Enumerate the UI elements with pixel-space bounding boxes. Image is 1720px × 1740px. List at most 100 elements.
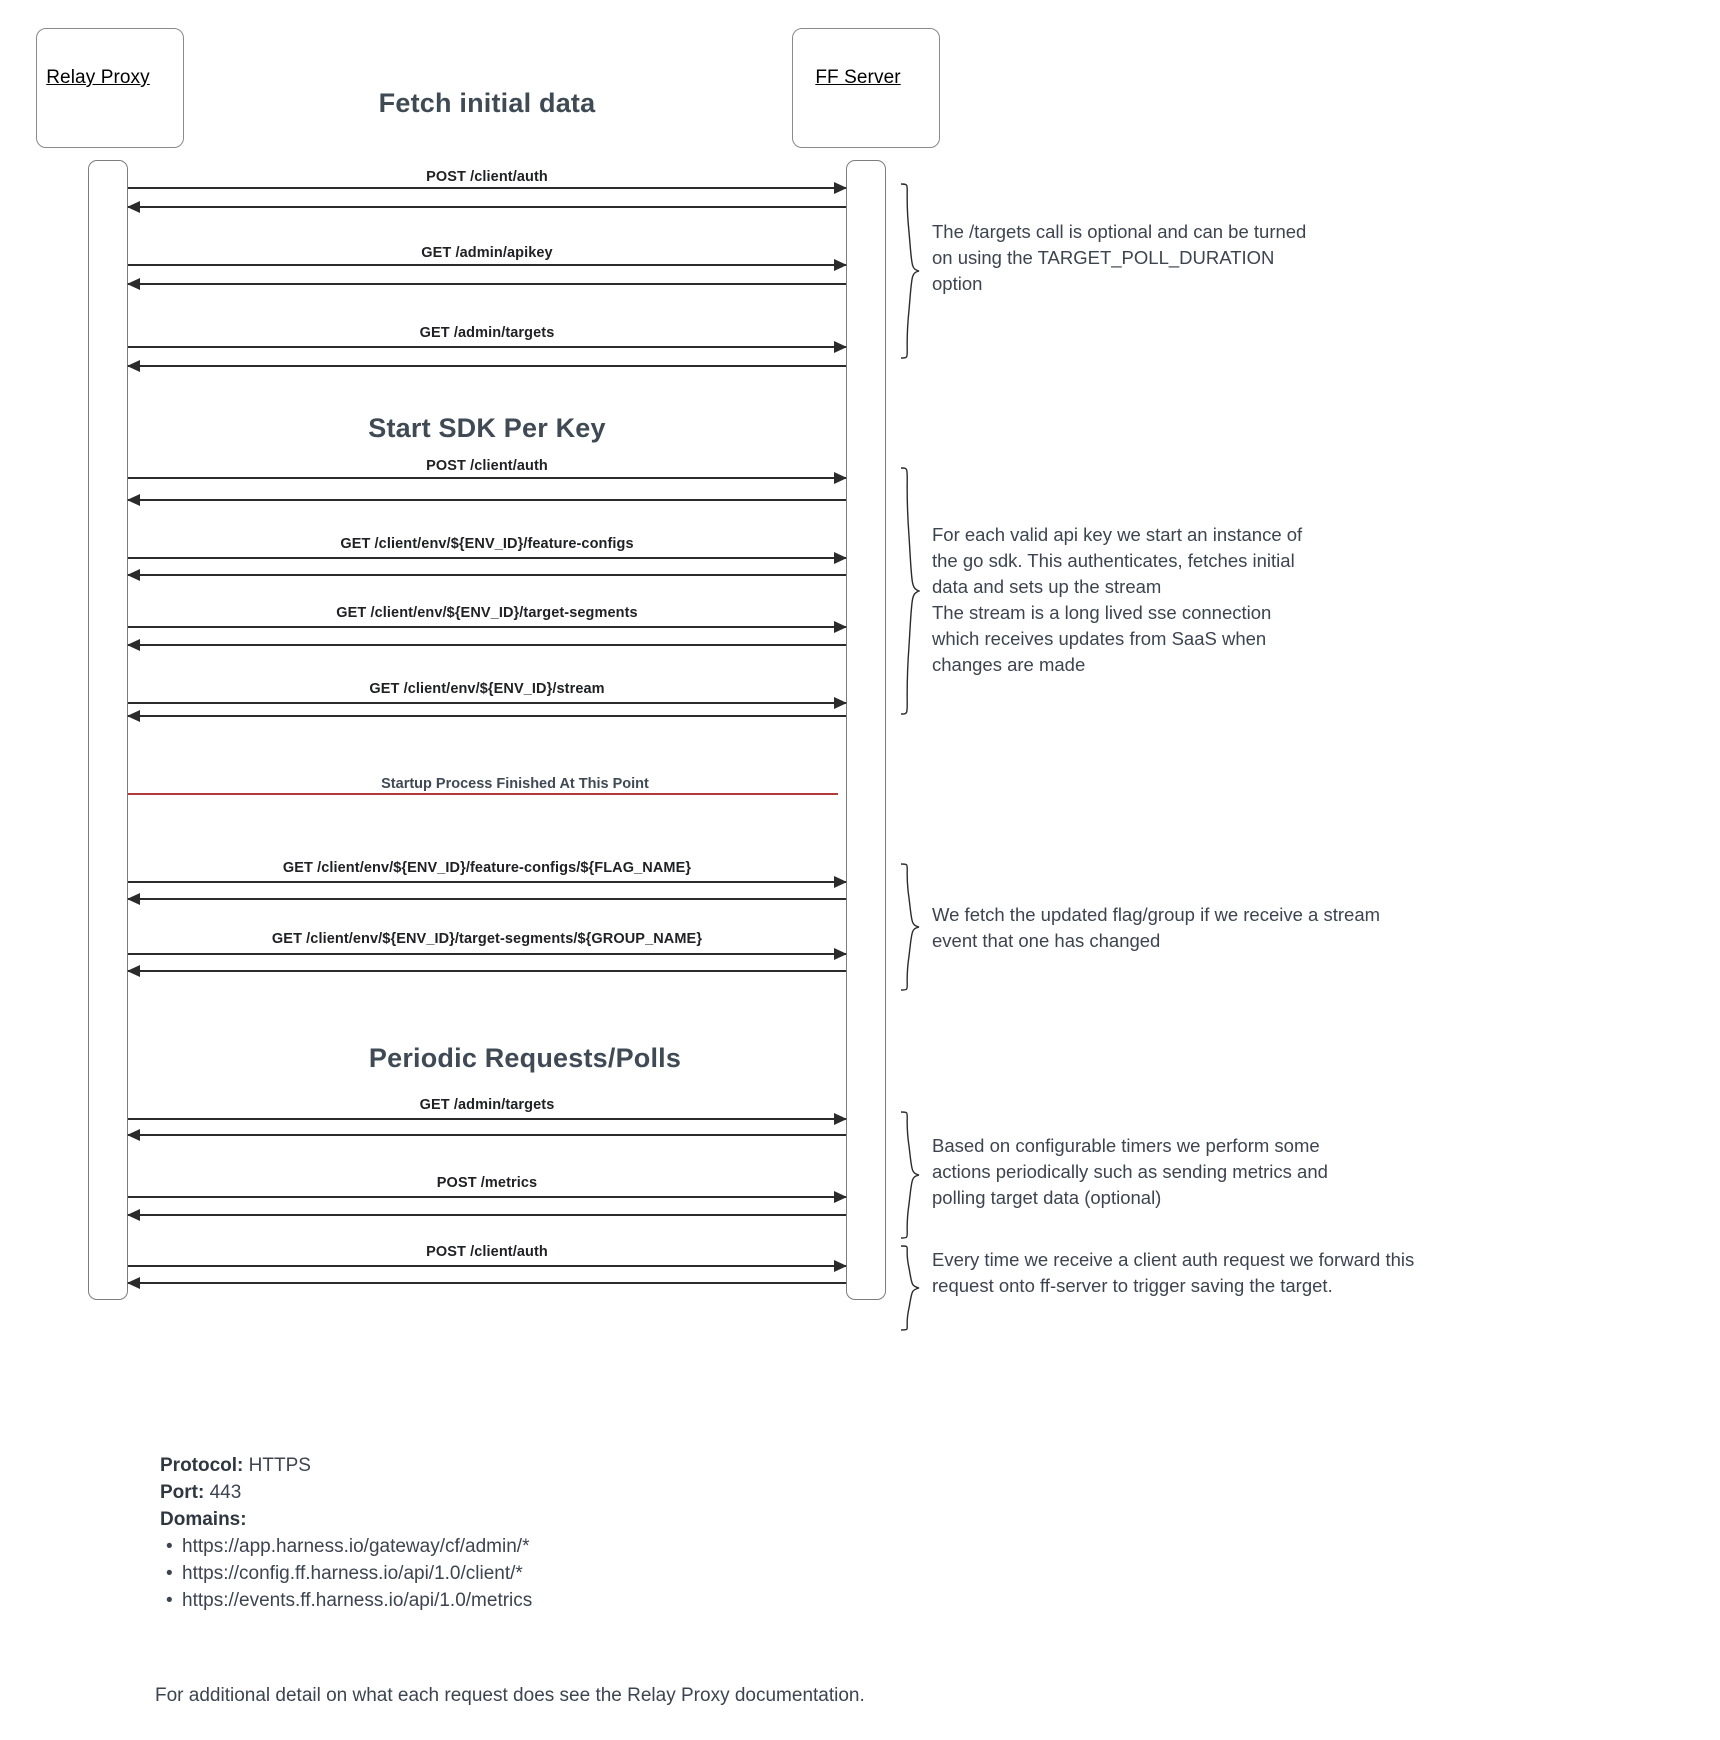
arrow-head — [834, 341, 847, 353]
arrow-head — [834, 697, 847, 709]
message-label-get-feature-config-by-flag: GET /client/env/${ENV_ID}/feature-config… — [282, 860, 692, 876]
arrow-request-12 — [128, 1260, 847, 1272]
arrow-shaft — [128, 1214, 846, 1216]
arrow-head — [127, 639, 140, 651]
message-label-get-admin-apikey: GET /admin/apikey — [421, 245, 553, 261]
arrow-request-7 — [128, 697, 847, 709]
arrow-head — [127, 710, 140, 722]
arrow-shaft — [128, 881, 846, 883]
note-targets-optional: The /targets call is optional and can be… — [932, 221, 1307, 294]
message-label-post-metrics: POST /metrics — [436, 1175, 538, 1191]
arrow-request-4 — [128, 472, 847, 484]
arrow-shaft — [128, 365, 846, 367]
lifeline-ff-server — [846, 160, 886, 1300]
list-item: https://events.ff.harness.io/api/1.0/met… — [166, 1587, 532, 1614]
arrow-response-10 — [127, 1129, 846, 1141]
arrow-response-1 — [127, 201, 846, 213]
arrow-shaft — [128, 283, 846, 285]
section-title-fetch-initial-data: Fetch initial data — [378, 88, 596, 118]
arrow-request-11 — [128, 1191, 847, 1203]
footer-connection-details: Protocol: HTTPS Port: 443 Domains: https… — [160, 1452, 532, 1614]
arrow-shaft — [128, 477, 846, 479]
arrow-response-11 — [127, 1209, 846, 1221]
arrow-shaft — [128, 1265, 846, 1267]
arrow-request-5 — [128, 552, 847, 564]
arrow-head — [834, 1260, 847, 1272]
arrow-request-3 — [128, 341, 847, 353]
arrow-request-6 — [128, 621, 847, 633]
list-item: https://config.ff.harness.io/api/1.0/cli… — [166, 1560, 532, 1587]
arrow-response-2 — [127, 278, 846, 290]
arrow-head — [127, 360, 140, 372]
note-client-auth-forward: Every time we receive a client auth requ… — [932, 1249, 1415, 1296]
arrow-response-5 — [127, 569, 846, 581]
arrow-head — [127, 1277, 140, 1289]
arrow-shaft — [128, 953, 846, 955]
actor-relay-proxy: Relay Proxy — [36, 28, 184, 148]
footer-port-line: Port: 443 — [160, 1479, 532, 1506]
message-label-get-stream: GET /client/env/${ENV_ID}/stream — [369, 681, 605, 697]
footer-protocol-line: Protocol: HTTPS — [160, 1452, 532, 1479]
arrow-request-10 — [128, 1113, 847, 1125]
arrow-head — [127, 494, 140, 506]
arrow-shaft — [128, 1282, 846, 1284]
arrow-head — [834, 621, 847, 633]
arrow-response-4 — [127, 494, 846, 506]
divider-label-startup-finished: Startup Process Finished At This Point — [381, 776, 649, 792]
arrow-head — [834, 1113, 847, 1125]
arrow-response-3 — [127, 360, 846, 372]
arrow-shaft — [128, 346, 846, 348]
footer-domains-key: Domains: — [160, 1509, 247, 1530]
arrow-head — [127, 893, 140, 905]
arrow-head — [127, 278, 140, 290]
arrow-head — [834, 182, 847, 194]
message-label-get-admin-targets-2: GET /admin/targets — [419, 1097, 555, 1113]
arrow-head — [127, 965, 140, 977]
arrow-shaft — [128, 264, 846, 266]
section-title-periodic-requests: Periodic Requests/Polls — [368, 1043, 682, 1073]
arrow-head — [127, 1209, 140, 1221]
arrow-head — [834, 948, 847, 960]
message-label-post-client-auth-1: POST /client/auth — [426, 169, 548, 185]
footer-closing-note: For additional detail on what each reque… — [155, 1685, 865, 1706]
brace-note-1 — [898, 182, 920, 360]
note-periodic-timers: Based on configurable timers we perform … — [932, 1135, 1328, 1208]
message-label-get-target-segments: GET /client/env/${ENV_ID}/target-segment… — [336, 605, 638, 621]
arrow-head — [127, 1129, 140, 1141]
arrow-request-1 — [128, 182, 847, 194]
arrow-shaft — [128, 715, 846, 717]
arrow-response-6 — [127, 639, 846, 651]
arrow-shaft — [128, 499, 846, 501]
message-label-post-client-auth-3: POST /client/auth — [426, 1244, 548, 1260]
arrow-shaft — [128, 898, 846, 900]
arrow-shaft — [128, 206, 846, 208]
message-label-post-client-auth-2: POST /client/auth — [426, 458, 548, 474]
list-item: https://app.harness.io/gateway/cf/admin/… — [166, 1533, 532, 1560]
brace-note-4 — [898, 1110, 920, 1240]
arrow-response-8 — [127, 893, 846, 905]
arrow-shaft — [128, 1134, 846, 1136]
arrow-head — [834, 472, 847, 484]
footer-port-value: 443 — [209, 1482, 242, 1503]
actor-ff-server: FF Server — [792, 28, 940, 148]
arrow-response-7 — [127, 710, 846, 722]
actor-ff-server-label: FF Server — [815, 67, 901, 88]
note-sdk-per-key: For each valid api key we start an insta… — [932, 524, 1303, 675]
footer-domains-line: Domains: — [160, 1506, 532, 1533]
arrow-head — [834, 1191, 847, 1203]
message-label-get-admin-targets-1: GET /admin/targets — [419, 325, 555, 341]
arrow-response-9 — [127, 965, 846, 977]
footer-domain-list: https://app.harness.io/gateway/cf/admin/… — [160, 1533, 532, 1614]
arrow-shaft — [128, 644, 846, 646]
message-label-get-feature-configs: GET /client/env/${ENV_ID}/feature-config… — [340, 536, 634, 552]
brace-note-2 — [898, 466, 920, 716]
arrow-shaft — [128, 187, 846, 189]
arrow-head — [834, 876, 847, 888]
arrow-head — [127, 201, 140, 213]
arrow-request-9 — [128, 948, 847, 960]
lifeline-relay-proxy — [88, 160, 128, 1300]
brace-note-5 — [898, 1244, 920, 1332]
arrow-shaft — [128, 574, 846, 576]
brace-note-3 — [898, 862, 920, 992]
